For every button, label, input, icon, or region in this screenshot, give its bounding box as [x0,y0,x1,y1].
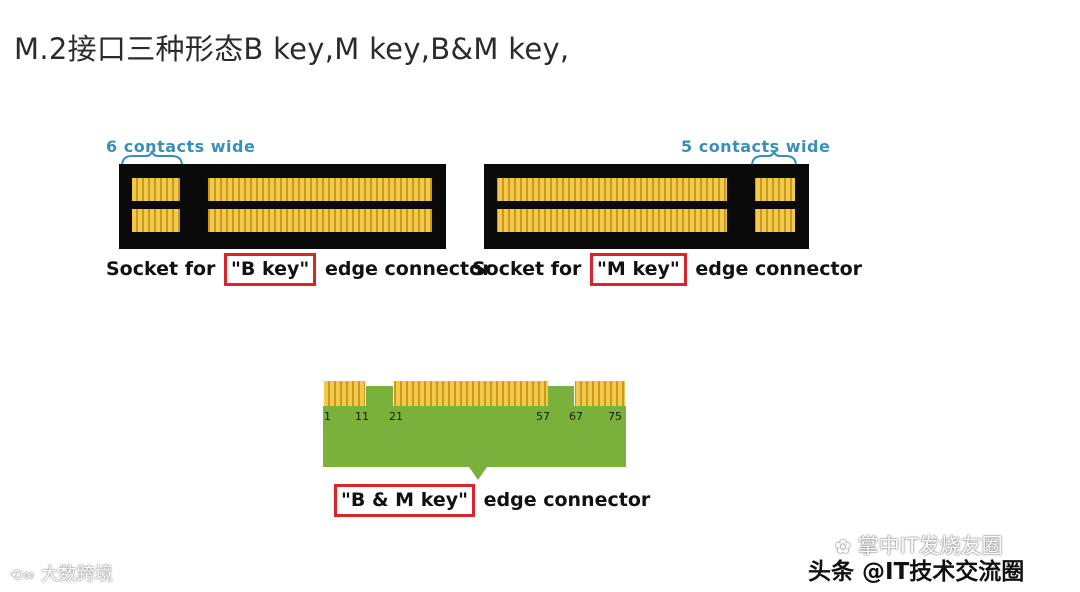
watermark-right-bottom: 头条 @IT技术交流圈 [808,559,1025,585]
b-brace [121,150,183,167]
m-brace [751,150,797,167]
m-contacts-label: 5 contacts wide [681,137,831,156]
b-socket-caption: Socket for "B key" edge connector [106,253,492,286]
b-key-highlight: "B key" [224,253,317,286]
bm-key-edge-connector: 1 11 21 57 67 75 [323,381,626,480]
m-socket-caption: Socket for "M key" edge connector [472,253,862,286]
watermark-right-top-text: 掌中IT发烧友圈 [857,534,1003,558]
b-key-socket [119,164,446,249]
watermark-left-text: 大数跨境 [40,564,113,585]
m-caption-prefix: Socket for [472,258,582,280]
b-caption-suffix: edge connector [324,258,492,280]
m-caption-suffix: edge connector [695,258,862,280]
watermark-logo-icon: ⟲∞ [10,566,36,584]
page-title: M.2接口三种形态B key,M key,B&M key, [14,32,570,66]
watermark-left: ⟲∞ 大数跨境 [10,560,113,586]
pin-label-75: 75 [608,410,622,423]
b-contacts-label: 6 contacts wide [106,137,256,156]
pin-label-1: 1 [324,410,331,423]
bm-caption-suffix: edge connector [483,489,651,511]
bm-key-highlight: "B & M key" [334,484,475,517]
pin-label-67: 67 [569,410,583,423]
pin-label-57: 57 [536,410,550,423]
b-caption-prefix: Socket for [106,258,216,280]
wechat-icon: ✿ [835,536,851,558]
m-key-socket [484,164,809,249]
m-key-highlight: "M key" [590,253,687,286]
pin-label-11: 11 [355,410,369,423]
pin-label-21: 21 [389,410,403,423]
bm-connector-caption: "B & M key" edge connector [332,484,650,517]
watermark-right-top: ✿ 掌中IT发烧友圈 [835,530,1003,560]
